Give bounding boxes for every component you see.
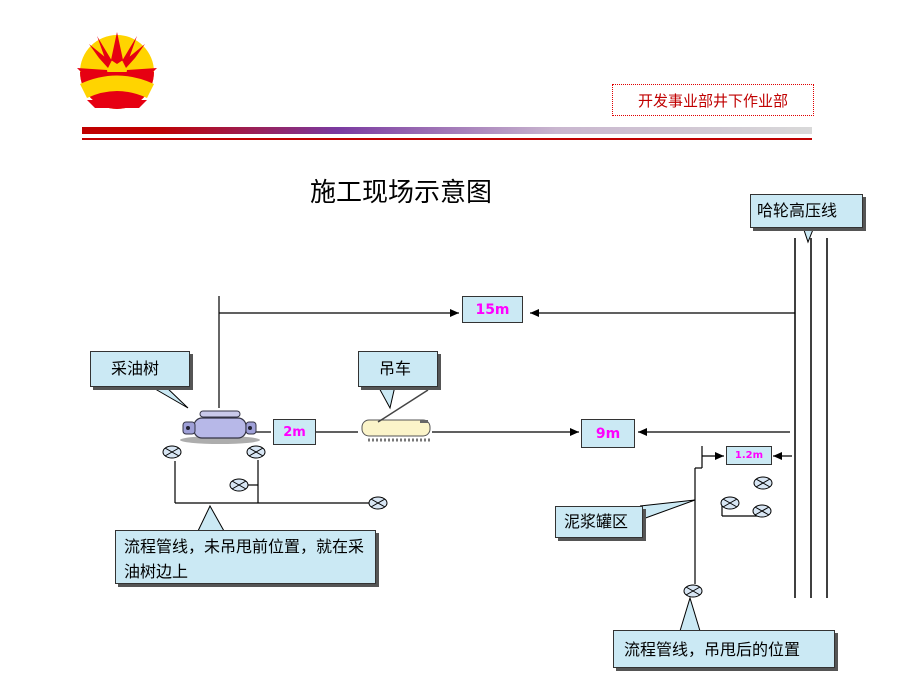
mud-tank-label: 泥浆罐区 (555, 506, 643, 538)
pipeline-after-label: 流程管线，吊甩后的位置 (613, 630, 835, 668)
valves-right (683, 476, 773, 598)
header-line (82, 138, 812, 140)
pipeline-after (694, 467, 760, 584)
crane-label: 吊车 (358, 351, 438, 387)
wellhead-icon (180, 410, 260, 444)
diagram-title: 施工现场示意图 (310, 178, 493, 208)
distance-1-2m: 1.2m (726, 446, 772, 465)
pipeline-before (174, 460, 369, 504)
wellhead-label: 采油树 (90, 351, 190, 387)
power-lines (794, 238, 828, 598)
distance-15m: 15m (462, 296, 523, 323)
department-label: 开发事业部井下作业部 (612, 84, 814, 116)
valves-left (162, 445, 388, 510)
distance-2m: 2m (273, 419, 316, 445)
power-line-label: 哈轮高压线 (750, 194, 863, 228)
dimension-15m (218, 296, 795, 408)
pipeline-before-label: 流程管线，未吊甩前位置，就在采油树边上 (115, 530, 376, 584)
dimension-1-2m (701, 446, 792, 468)
distance-9m: 9m (581, 419, 635, 448)
header-bar (82, 127, 812, 134)
callout-pointers (149, 226, 815, 632)
crane-icon (361, 389, 431, 442)
